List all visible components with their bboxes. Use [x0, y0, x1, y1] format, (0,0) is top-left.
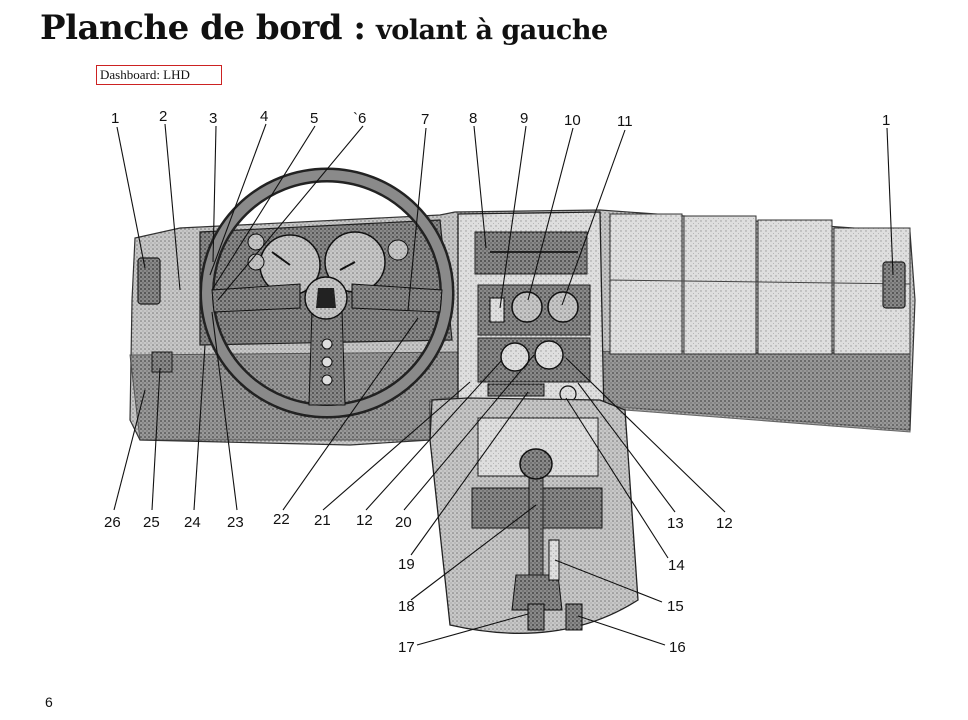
- callout-numbers: 1 2 3 4 5 `6 7 8 9 10 11 1 26 25 24 23 2…: [104, 108, 890, 656]
- callout-label: 12: [716, 515, 733, 532]
- callout-label: 15: [667, 598, 684, 615]
- callout-label: 7: [421, 111, 429, 128]
- brand-logo-icon: [316, 288, 336, 308]
- passenger-panels: [609, 213, 911, 355]
- page-number: 6: [45, 694, 53, 710]
- steering-wheel: [199, 167, 455, 419]
- callout-label: 2: [159, 108, 167, 125]
- right-air-vent: [882, 261, 906, 309]
- callout-label: 25: [143, 514, 160, 531]
- callout-label: 21: [314, 512, 331, 529]
- floor-console: [429, 397, 639, 634]
- lighting-switch-icon: [151, 351, 173, 373]
- callout-label: 5: [310, 110, 318, 127]
- title-main: Planche de bord :: [40, 8, 366, 48]
- callout-label: 18: [398, 598, 415, 615]
- heater-control-panel: [477, 337, 591, 383]
- callout-label: 20: [395, 514, 412, 531]
- callout-label: 1: [111, 110, 119, 127]
- voltmeter-icon: [547, 291, 579, 323]
- gauge-small-1-icon: [247, 233, 265, 251]
- callout-label: 13: [667, 515, 684, 532]
- callout-label: 17: [398, 639, 415, 656]
- callout-label: 11: [617, 113, 633, 130]
- callout-label: 8: [469, 110, 477, 127]
- callout-label: 22: [273, 511, 290, 528]
- callout-label: 16: [669, 639, 686, 656]
- callout-label: 12: [356, 512, 373, 529]
- ventilation-slider: [487, 383, 545, 397]
- callout-label: 19: [398, 556, 415, 573]
- gear-lever-icon: [528, 469, 544, 589]
- clock-icon: [511, 291, 543, 323]
- callout-label: 24: [184, 514, 201, 531]
- callout-label: 9: [520, 110, 528, 127]
- gauge-small-3-icon: [387, 239, 409, 261]
- gauge-small-2-icon: [247, 253, 265, 271]
- window-switch-left-icon: [527, 603, 545, 631]
- translation-label: Dashboard: LHD: [96, 65, 222, 85]
- callout-label: 4: [260, 108, 268, 125]
- callout-label: 23: [227, 514, 244, 531]
- page-title: Planche de bord : volant à gauche: [40, 8, 608, 48]
- callout-leader-lines: [113, 123, 894, 646]
- gear-knob-icon: [519, 448, 553, 480]
- callout-label: `6: [353, 110, 366, 127]
- title-subtitle: volant à gauche: [376, 15, 608, 46]
- callout-label: 26: [104, 514, 121, 531]
- heater-knob-right-icon: [534, 340, 564, 370]
- aux-switch-icon: [489, 297, 505, 323]
- left-air-vent: [137, 257, 161, 305]
- callout-label: 10: [564, 112, 581, 129]
- callout-label: 1: [882, 112, 890, 129]
- callout-label: 3: [209, 110, 217, 127]
- callout-label: 14: [668, 557, 685, 574]
- heater-knob-left-icon: [500, 342, 530, 372]
- handbrake-icon: [511, 574, 563, 611]
